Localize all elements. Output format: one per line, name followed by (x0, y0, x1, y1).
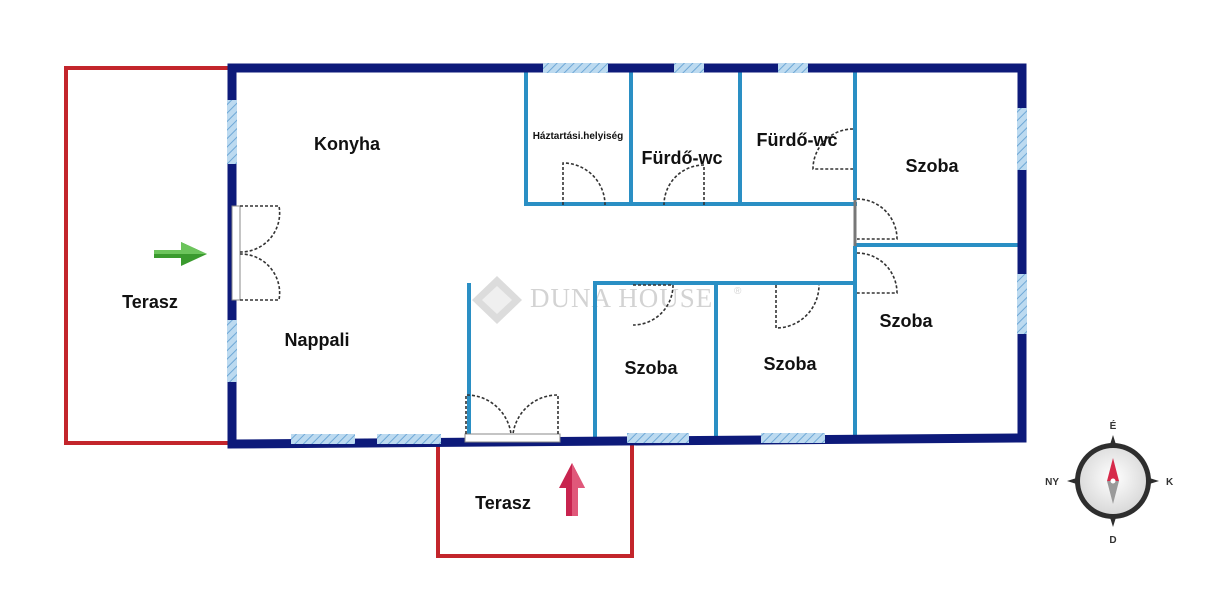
entry-arrow-west-icon (154, 242, 207, 266)
terrace-south-outline (436, 443, 634, 558)
window (674, 63, 704, 73)
room-label-terasz-south: Terasz (475, 493, 531, 513)
window (543, 63, 608, 73)
window (1017, 274, 1027, 334)
room-label-szoba-center-2: Szoba (763, 354, 817, 374)
windows (227, 63, 1027, 444)
room-label-nappali: Nappali (284, 330, 349, 350)
room-label-szoba-center-1: Szoba (624, 358, 678, 378)
compass-rose-icon (1067, 435, 1159, 527)
room-label-terasz-west: Terasz (122, 292, 178, 312)
window (291, 434, 355, 444)
room-label-furdo-wc-2: Fürdő-wc (757, 130, 838, 150)
window (761, 433, 825, 443)
window (778, 63, 808, 73)
window (377, 434, 441, 444)
window (227, 320, 237, 382)
window (1017, 108, 1027, 170)
watermark: DUNA HOUSE ® (472, 276, 742, 324)
room-label-furdo-wc-1: Fürdő-wc (642, 148, 723, 168)
room-label-konyha: Konyha (314, 134, 381, 154)
compass-label-south: D (1109, 535, 1116, 546)
compass-label-north: É (1110, 419, 1117, 432)
doors (231, 128, 898, 443)
entry-arrow-south-icon (559, 463, 585, 516)
window (627, 433, 689, 443)
compass-label-east: K (1166, 477, 1174, 488)
room-label-szoba-e: Szoba (879, 311, 933, 331)
terrace-west-outline (64, 66, 232, 445)
interior-walls (467, 68, 1022, 437)
room-label-haztartasi-helyiseg: Háztartási.helyiség (533, 131, 624, 142)
watermark-text: DUNA HOUSE (530, 283, 713, 313)
exterior-walls (227, 63, 1027, 449)
compass-label-west: NY (1045, 477, 1059, 488)
room-label-szoba-ne: Szoba (905, 156, 959, 176)
window (227, 100, 237, 164)
watermark-registered-mark: ® (734, 286, 742, 297)
compass: É D K NY (1045, 419, 1174, 546)
watermark-logo-icon (472, 276, 522, 324)
